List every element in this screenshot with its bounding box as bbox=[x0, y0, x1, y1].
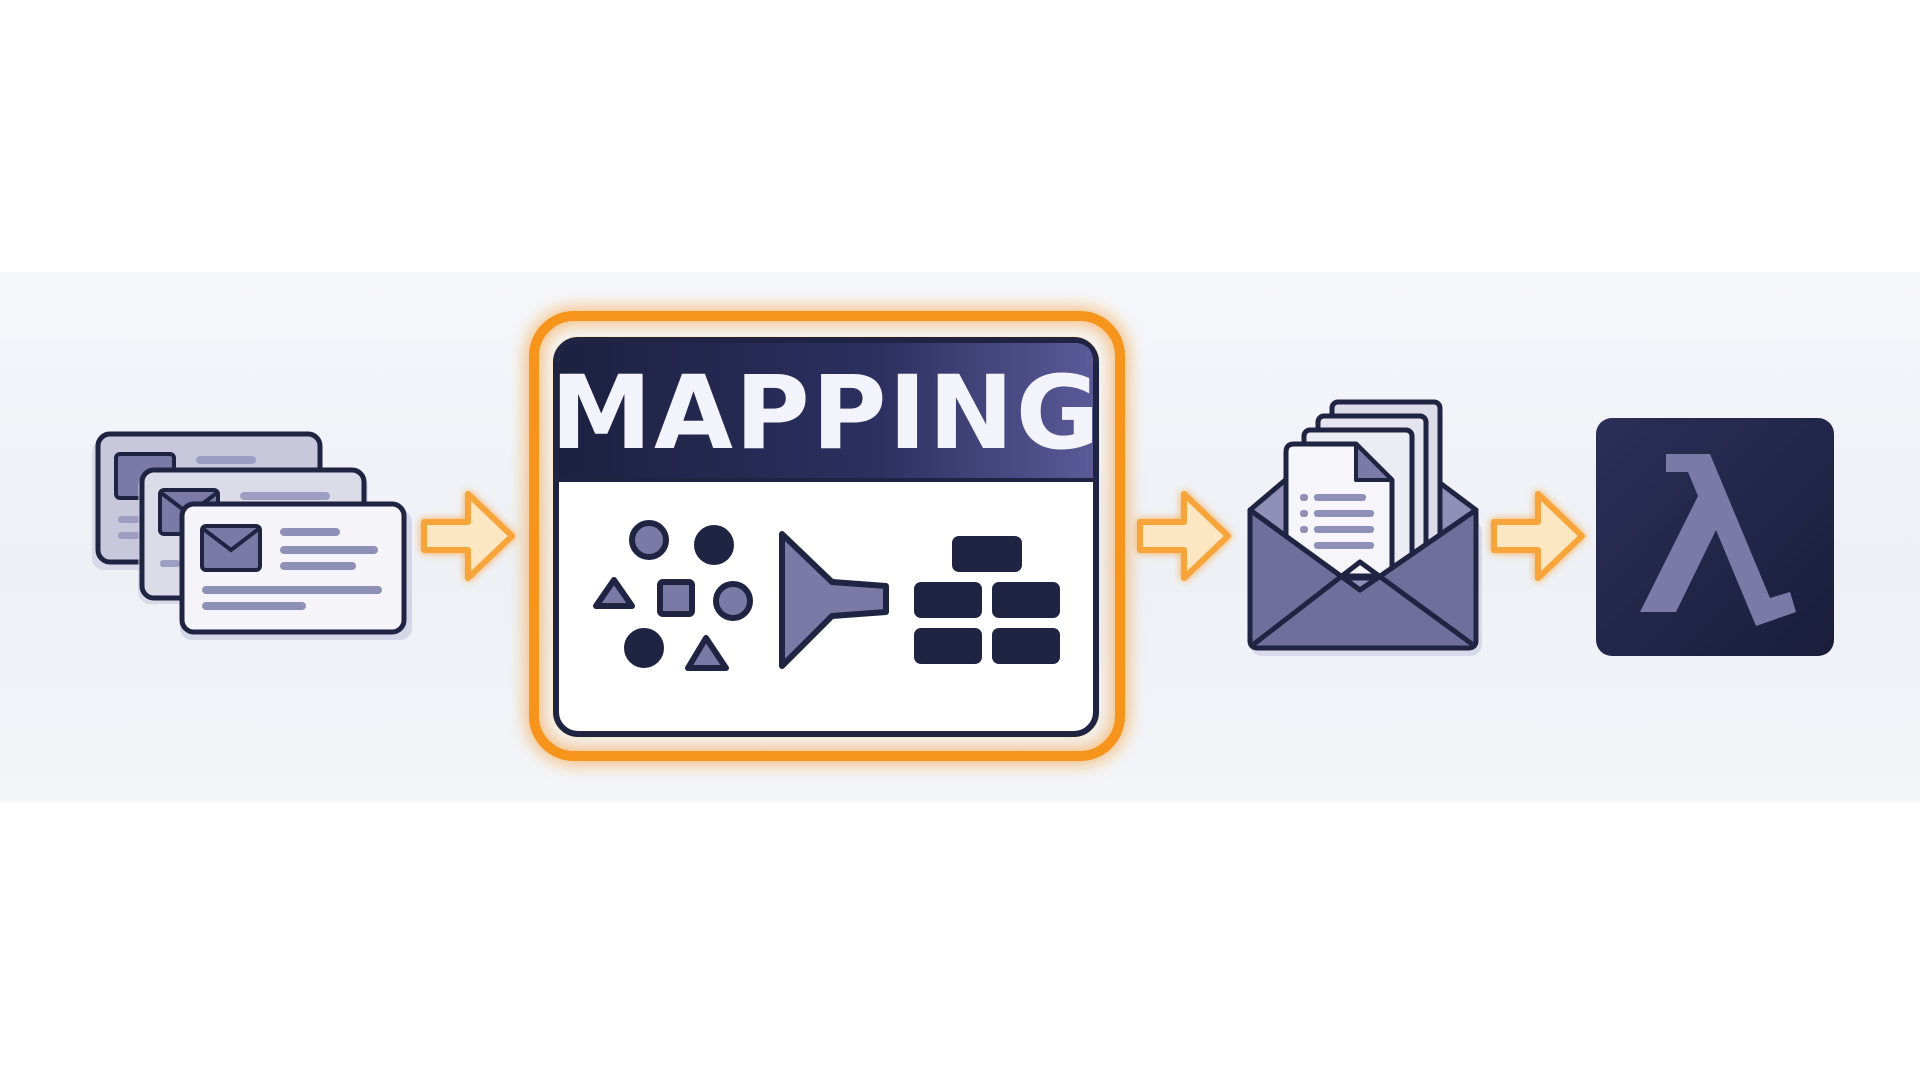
mapping-box: MAPPING bbox=[529, 311, 1125, 761]
mapping-title: MAPPING bbox=[551, 354, 1102, 473]
stacked-message-cards-icon bbox=[92, 431, 412, 640]
arrow-right-icon bbox=[421, 491, 515, 581]
arrow-right-icon bbox=[1137, 491, 1231, 581]
funnel-icon bbox=[779, 531, 889, 669]
lambda-function-icon bbox=[1596, 418, 1834, 656]
envelope-with-documents-icon bbox=[1247, 399, 1482, 656]
arrow-right-icon bbox=[1491, 491, 1585, 581]
blocks-grid-icon bbox=[914, 536, 1060, 664]
shapes-cluster-icon bbox=[593, 520, 753, 671]
